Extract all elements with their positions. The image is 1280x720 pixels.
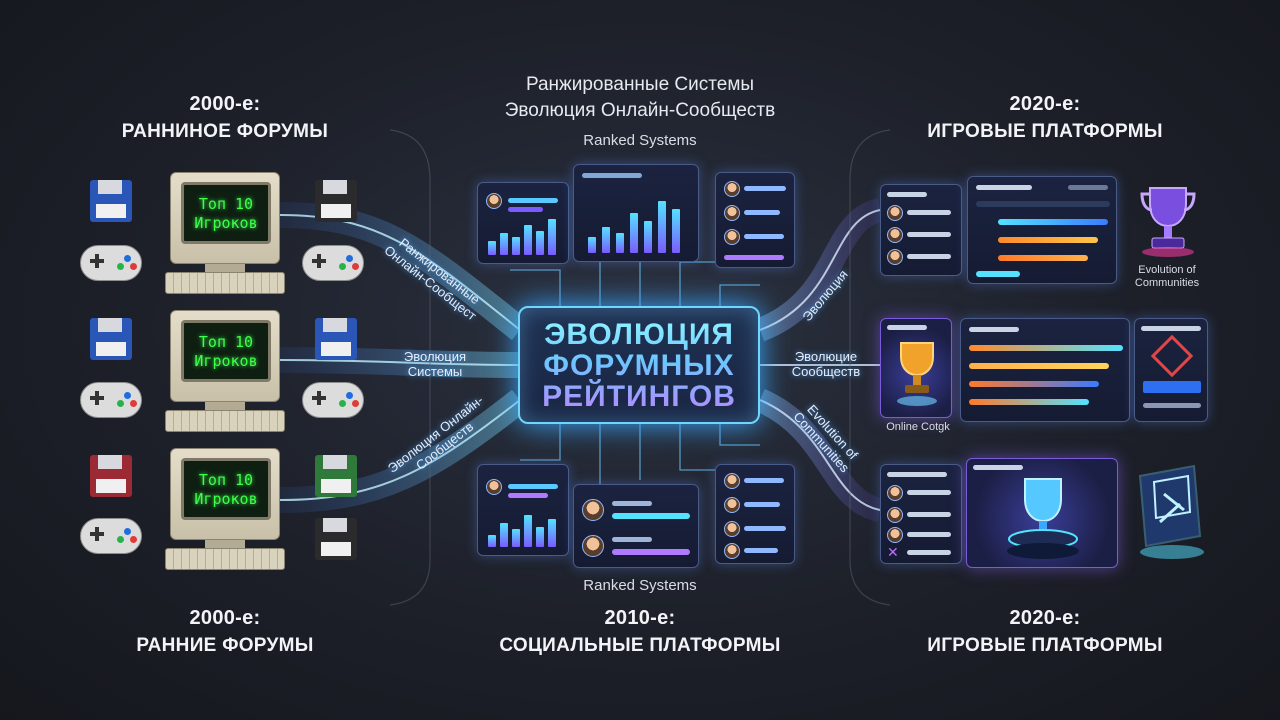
avatar-icon	[582, 535, 604, 557]
center-bottom-year: 2010-е:	[604, 607, 676, 629]
avatar-icon	[724, 181, 740, 197]
trophy-icon	[1007, 478, 1079, 559]
right-bottom-era-title: 2020-е: ИГРОВЫЕ ПЛАТФОРМЫ	[915, 604, 1175, 660]
trophy-icon	[1138, 182, 1198, 258]
avatar-icon	[887, 485, 903, 501]
center-top-line2: Эволюция Онлайн-Сообществ	[504, 100, 776, 121]
close-icon[interactable]: ✕	[887, 544, 899, 560]
esports-arena-panel	[966, 458, 1118, 568]
avatar-icon	[724, 205, 740, 221]
gaming-stats-panel	[960, 318, 1130, 422]
avatar-icon	[887, 249, 903, 265]
avatar-icon	[887, 527, 903, 543]
hub-title: ЭВОЛЮЦИЯ ФОРУМНЫХ РЕЙТИНГОВ	[542, 317, 736, 413]
gamepad-icon	[302, 245, 364, 281]
leaderboard-chart-panel	[477, 182, 569, 264]
right-top-year: 2020-е:	[1009, 93, 1081, 115]
floppy-disk-icon	[315, 455, 357, 497]
avatar-icon	[582, 499, 604, 521]
left-top-title: РАННИНОЕ ФОРУМЫ	[121, 121, 329, 142]
left-bottom-title: РАННИЕ ФОРУМЫ	[136, 635, 314, 656]
avatar-icon	[887, 227, 903, 243]
gaming-leaderboard-panel	[967, 176, 1117, 284]
floppy-disk-icon	[90, 318, 132, 360]
floppy-disk-icon	[315, 518, 357, 560]
center-top-heading: Ранжированные Системы Эволюция Онлайн-Со…	[440, 72, 840, 124]
avatar-icon	[486, 193, 502, 209]
avatar-icon	[724, 497, 740, 513]
avatar-icon	[724, 229, 740, 245]
badge-icon	[1150, 334, 1194, 378]
ranked-systems-top-label: Ranked Systems	[583, 132, 697, 149]
central-hub: ЭВОЛЮЦИЯ ФОРУМНЫХ РЕЙТИНГОВ	[518, 306, 760, 424]
action-button[interactable]	[1143, 381, 1201, 393]
avatar-icon	[724, 473, 740, 489]
trophy-card	[880, 318, 952, 418]
left-top-era-title: 2000-е: РАННИНОЕ ФОРУМЫ	[100, 90, 350, 146]
gamepad-icon	[80, 245, 142, 281]
gaming-roster-panel: ✕	[880, 464, 962, 564]
avatar-icon	[724, 521, 740, 537]
social-chart-panel	[477, 464, 569, 556]
ranking-bar-chart-panel	[573, 164, 699, 262]
gamepad-icon	[302, 382, 364, 418]
gaming-player-list-panel	[880, 184, 962, 276]
holographic-trophy	[1130, 462, 1210, 562]
trophy-icon	[897, 342, 937, 406]
floppy-disk-icon	[90, 455, 132, 497]
gamepad-icon	[80, 518, 142, 554]
left-bottom-era-title: 2000-е: РАННИЕ ФОРУМЫ	[100, 604, 350, 660]
center-bottom-title: СОЦИАЛЬНЫЕ ПЛАТФОРМЫ	[499, 635, 781, 656]
floppy-disk-icon	[315, 180, 357, 222]
center-top-line1: Ранжированные Системы	[525, 74, 755, 95]
avatar-icon	[486, 479, 502, 495]
avatar-icon	[724, 543, 740, 559]
right-top-era-title: 2020-е: ИГРОВЫЕ ПЛАТФОРМЫ	[915, 90, 1175, 146]
center-bottom-era-title: 2010-е: СОЦИАЛЬНЫЕ ПЛАТФОРМЫ	[470, 604, 810, 660]
ranked-systems-bottom-label: Ranked Systems	[583, 577, 697, 594]
right-bottom-title: ИГРОВЫЕ ПЛАТФОРМЫ	[927, 635, 1163, 656]
floppy-disk-icon	[90, 180, 132, 222]
floppy-disk-icon	[315, 318, 357, 360]
member-list-panel	[715, 172, 795, 268]
gaming-action-panel	[1134, 318, 1208, 422]
online-label: Online Cotgk	[886, 421, 950, 433]
avatar-icon	[887, 205, 903, 221]
left-bottom-year: 2000-е:	[189, 607, 261, 629]
social-profile-panel	[573, 484, 699, 568]
left-top-year: 2000-е:	[189, 93, 261, 115]
gamepad-icon	[80, 382, 142, 418]
right-top-title: ИГРОВЫЕ ПЛАТФОРМЫ	[927, 121, 1163, 142]
social-members-panel	[715, 464, 795, 564]
right-bottom-year: 2020-е:	[1009, 607, 1081, 629]
avatar-icon	[887, 507, 903, 523]
